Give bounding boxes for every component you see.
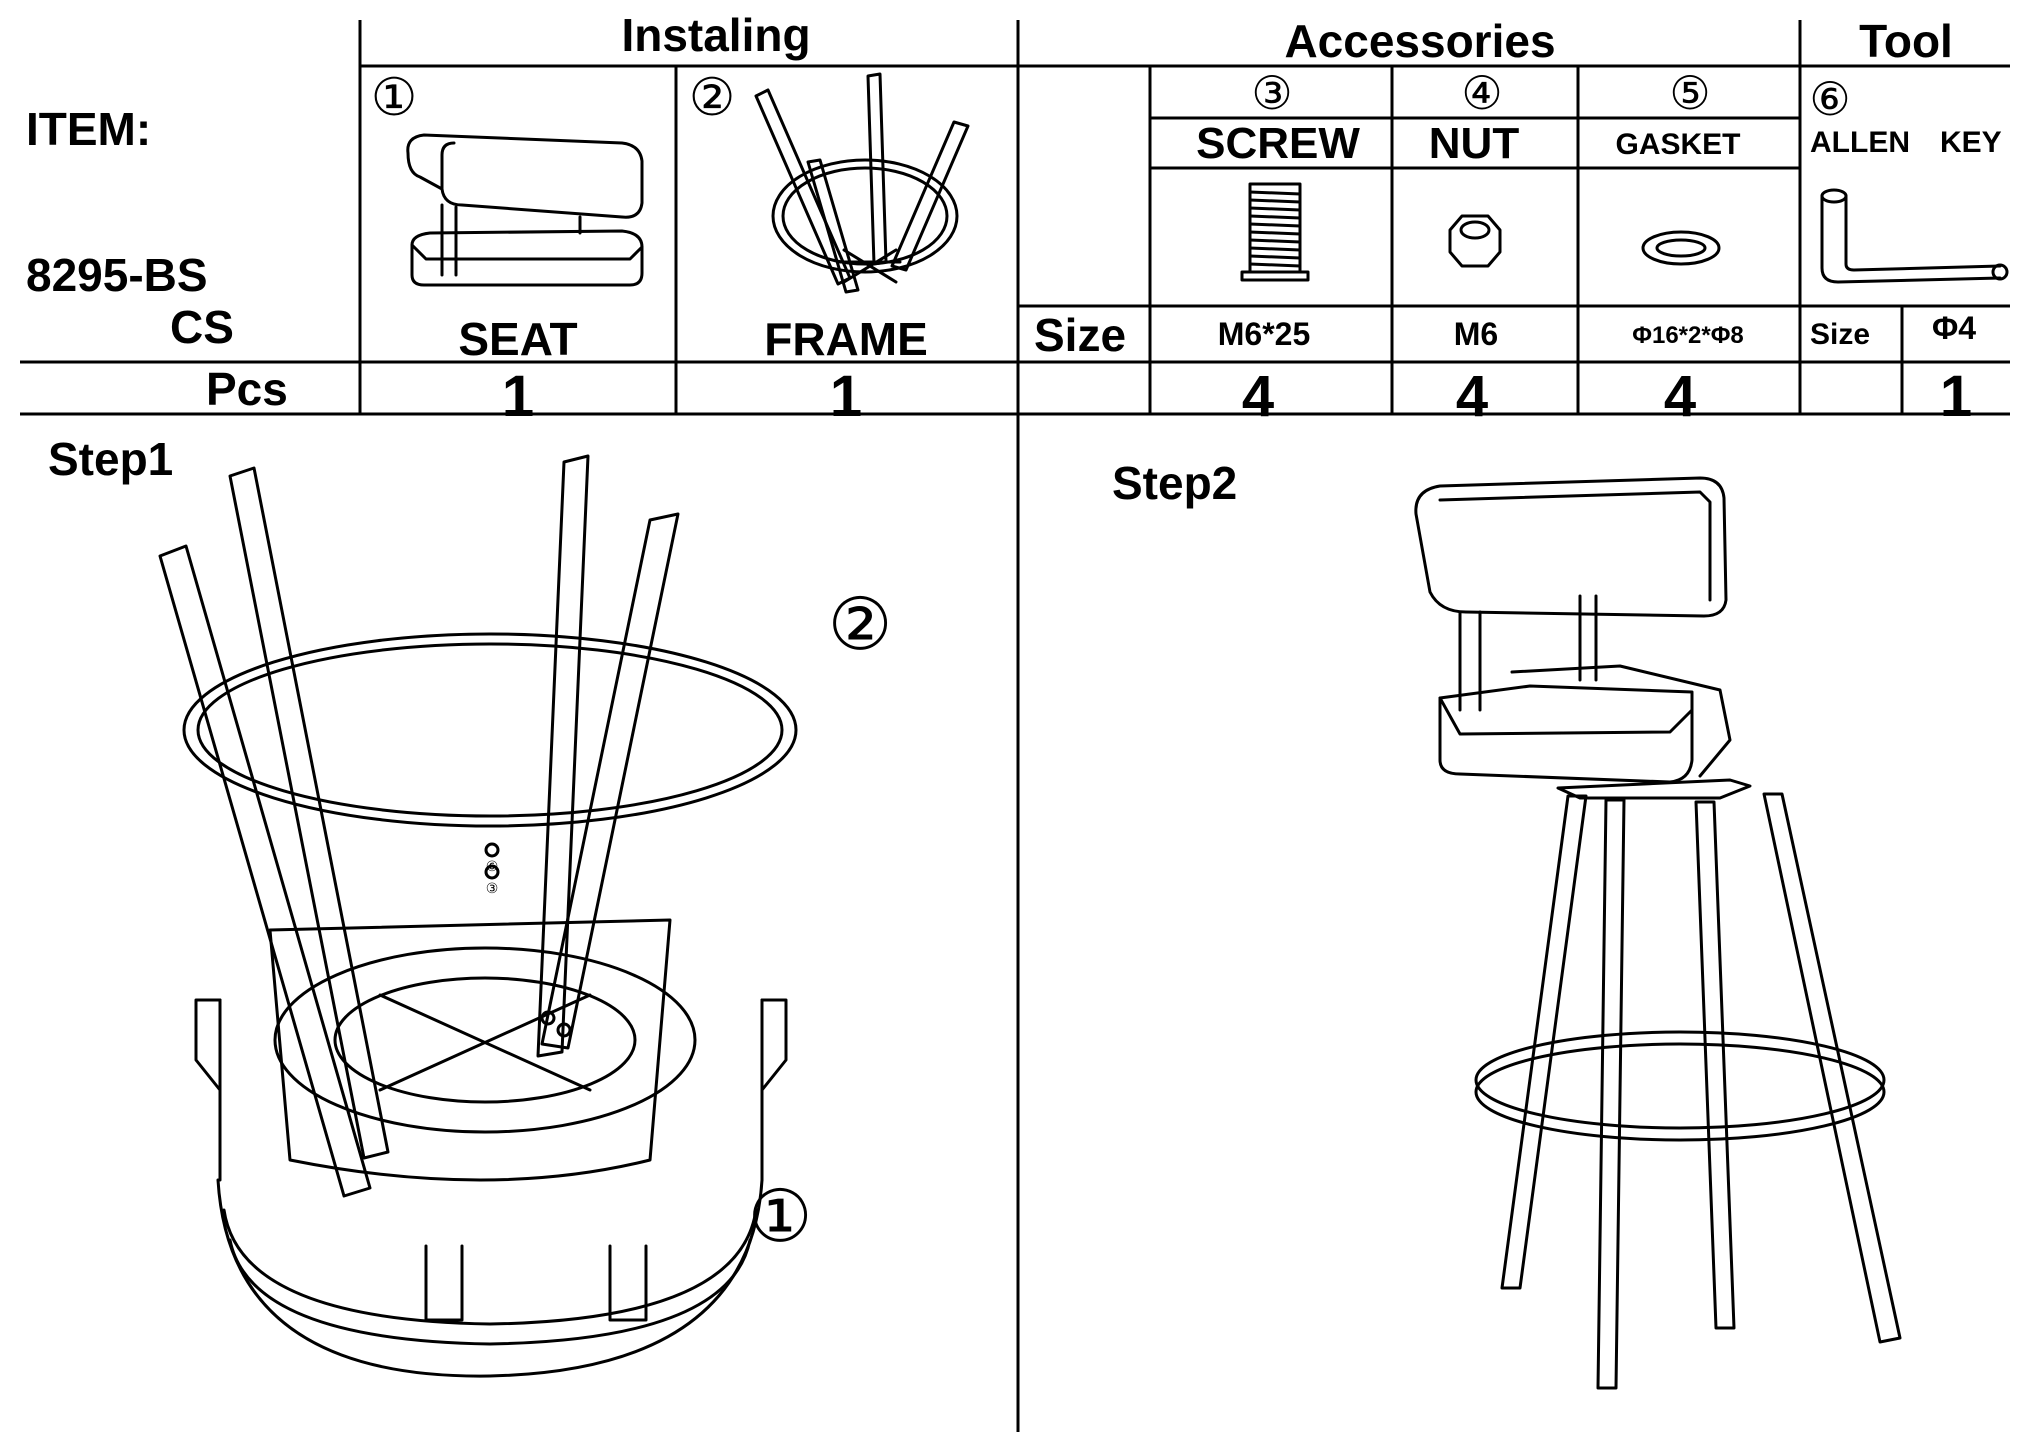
part-marker-seat: ① [370,68,418,128]
acc-name-gasket: GASKET [1615,128,1741,161]
part-name-frame: FRAME [764,313,928,365]
screw-icon [1240,182,1310,282]
part-pcs-seat: 1 [501,364,535,429]
acc-size-screw: M6*25 [1217,316,1311,352]
acc-size-gasket: Φ16*2*Φ8 [1632,322,1744,349]
step1-assembly-drawing [158,454,798,1378]
acc-size-nut: M6 [1453,316,1499,352]
step1-mark-screw: ③ [485,881,499,897]
step2-stool-drawing [1414,476,1902,1390]
part-pcs-frame: 1 [829,364,863,429]
acc-name-screw: SCREW [1196,119,1360,168]
tool-pcs: 1 [1939,364,1973,429]
acc-pcs-gasket: 4 [1663,364,1697,429]
tool-size-label: Size [1810,318,1871,351]
nut-icon [1448,214,1502,268]
acc-pcs-screw: 4 [1241,364,1275,429]
model-variant: CS [170,301,234,353]
step1-callout-frame: ② [827,582,893,666]
tool-size: Φ4 [1931,310,1977,346]
group-accessories-header: Accessories [1284,15,1556,67]
gasket-icon [1641,230,1721,266]
pcs-label: Pcs [206,363,288,415]
frame-drawing [754,72,970,294]
part-marker-frame: ② [688,68,736,128]
tool-name-part2: KEY [1940,126,2002,159]
step1-title: Step1 [48,433,174,485]
tool-marker: ⑥ [1809,72,1851,126]
acc-pcs-nut: 4 [1455,364,1489,429]
step1-mark-allen-key: ⑥ [485,859,499,875]
group-installing-header: Instaling [621,9,811,61]
acc-marker-screw: ③ [1251,66,1293,120]
seat-drawing [406,133,644,287]
item-label: ITEM: [26,103,152,155]
acc-name-nut: NUT [1428,119,1520,168]
tool-name-part1: ALLEN [1810,126,1910,159]
step2-title: Step2 [1112,457,1238,509]
group-tool-header: Tool [1859,15,1953,67]
acc-marker-nut: ④ [1461,66,1503,120]
step1-callout-seat: ① [747,1174,813,1258]
model-number: 8295-BS [26,249,208,301]
allen-key-icon [1820,188,2009,284]
part-name-seat: SEAT [458,313,578,365]
size-label: Size [1034,309,1127,361]
acc-marker-gasket: ⑤ [1669,66,1711,120]
